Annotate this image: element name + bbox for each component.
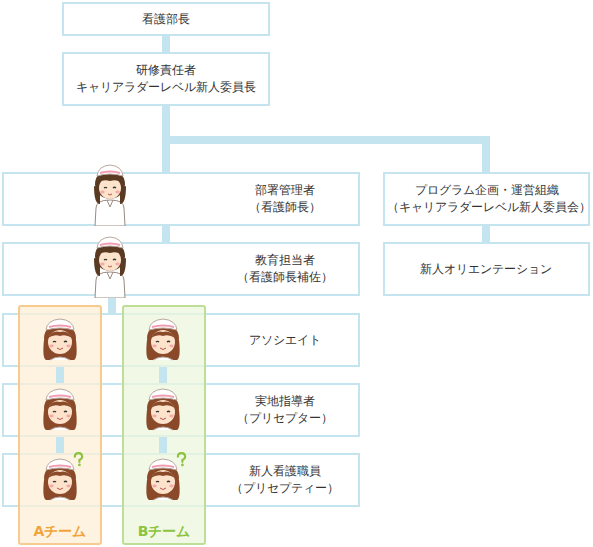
box-label: プログラム企画・運営組織 （キャリアラダーレベル新人委員会） <box>387 182 586 216</box>
connector-line <box>108 296 116 313</box>
box-label: アソシエイト <box>220 332 350 349</box>
box-label: 新人看護職員 （プリセプティー） <box>220 463 350 497</box>
box-label: 教育担当者 （看護師長補佐） <box>220 252 350 286</box>
team-band: Bチーム <box>122 305 206 545</box>
box-label: 新人オリエンテーション <box>388 261 584 278</box>
team-label: Bチーム <box>124 522 204 540</box>
connector-line <box>162 106 170 172</box>
team-label: Aチーム <box>20 522 100 540</box>
team-band: Aチーム <box>18 305 102 545</box>
box-label: 研修責任者 キャリアラダーレベル新人委員長 <box>68 62 264 96</box>
connector-line <box>482 226 490 242</box>
role-box: 部署管理者 （看護師長） <box>2 172 360 226</box>
program-box: 新人オリエンテーション <box>383 242 590 296</box>
box-label: 実地指導者 （プリセプター） <box>220 393 350 427</box>
role-box: 教育担当者 （看護師長補佐） <box>2 242 360 296</box>
title-box: 看護部長 <box>62 2 270 36</box>
box-label: 部署管理者 （看護師長） <box>225 182 345 216</box>
organization-box: プログラム企画・運営組織 （キャリアラダーレベル新人委員会） <box>383 172 590 226</box>
connector-line <box>162 226 170 242</box>
role-box: 研修責任者 キャリアラダーレベル新人委員長 <box>62 52 270 106</box>
connector-line <box>166 106 486 172</box>
box-label: 看護部長 <box>68 11 264 28</box>
connector-line <box>162 36 170 52</box>
